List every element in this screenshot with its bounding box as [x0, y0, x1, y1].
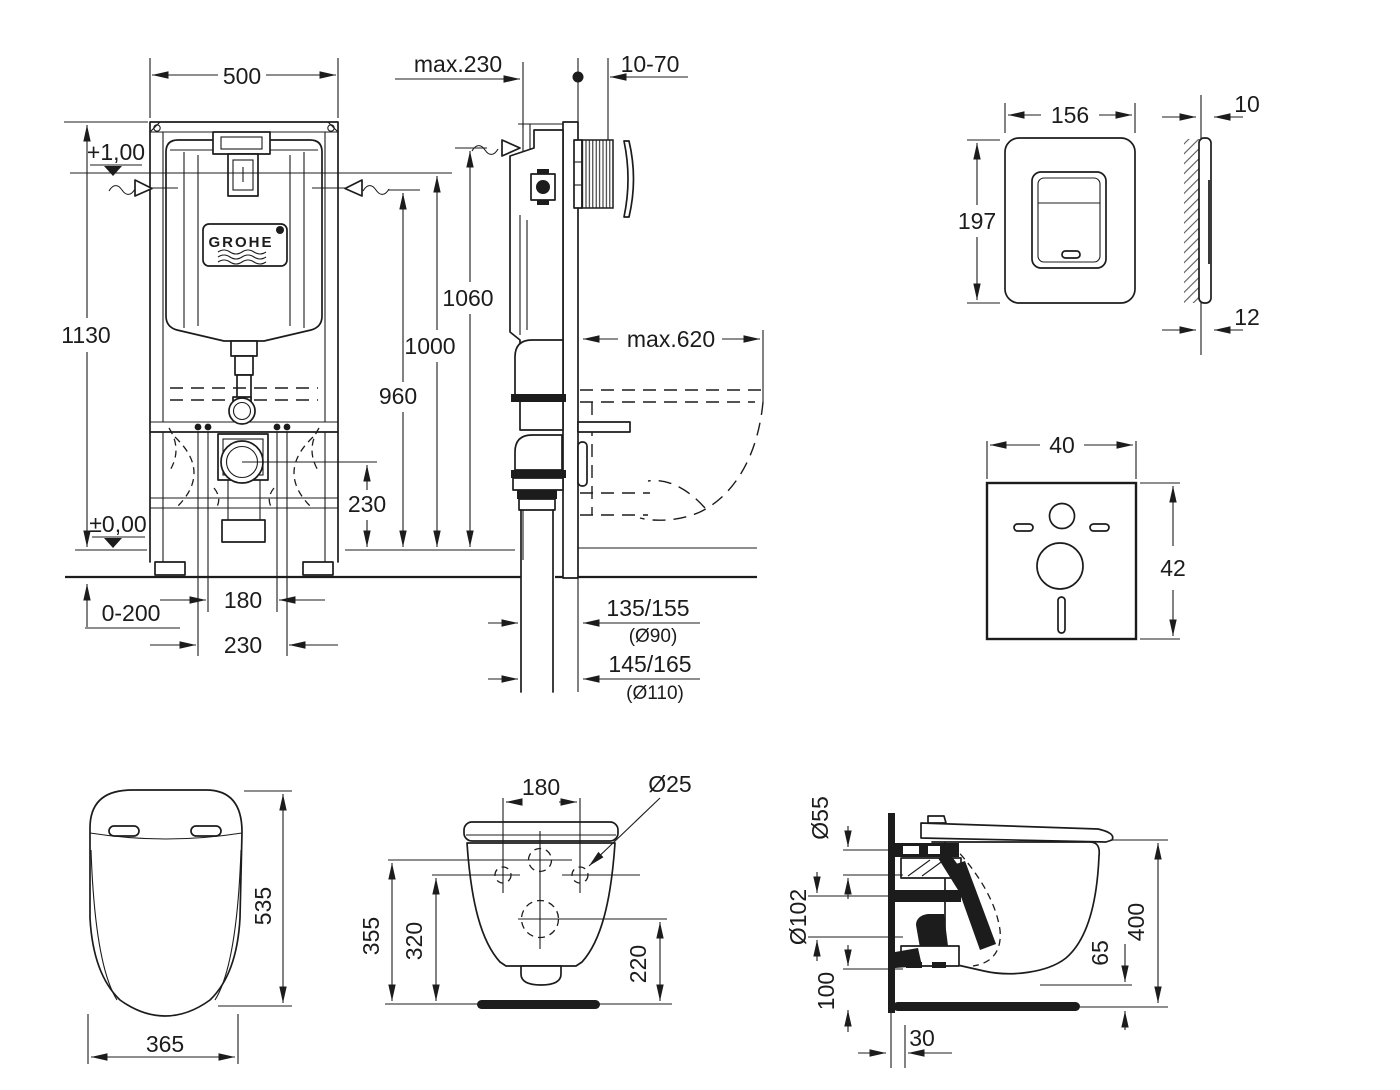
- dim-inlet-height-rear: 355: [358, 917, 384, 955]
- dim-outlet-height-rear: 220: [625, 945, 651, 983]
- dim-depth-max: max.230: [414, 51, 502, 77]
- dim-level-top: +1,00: [87, 139, 145, 165]
- logo-dot: [276, 226, 284, 234]
- dim-feet-range: 0-200: [102, 600, 161, 626]
- dim-plate-width: 156: [1051, 102, 1089, 128]
- dim-inlet-dia: Ø55: [807, 796, 833, 839]
- view-frame-front: GROHE: [65, 121, 757, 656]
- dim-hole-dia: Ø25: [648, 771, 691, 797]
- dim-plate-height: 197: [958, 208, 996, 234]
- dim-rail-spacing: 230: [224, 632, 262, 658]
- view-sound-pad: 40 42: [985, 432, 1186, 641]
- dim-hole-height: 320: [401, 922, 427, 960]
- dim-level-height: 1000: [404, 333, 455, 359]
- dim-frame-height: 1130: [61, 322, 110, 348]
- dims-frame-front: 500 1130 +1,00 960 1000 1060 ±0,00: [61, 58, 494, 658]
- dim-bolt-spacing: 180: [224, 587, 262, 613]
- dim-plate-depth: 12: [1234, 304, 1260, 330]
- dim-outlet-b: 145/165: [608, 651, 691, 677]
- dim-outlet-b-dia: (Ø110): [626, 683, 684, 704]
- dim-rim-gap: 65: [1087, 940, 1113, 966]
- brand-logo-text: GROHE: [208, 234, 273, 251]
- dim-inlet-height: 960: [379, 383, 417, 409]
- dim-total-height: 400: [1123, 903, 1149, 941]
- dim-frame-width: 500: [223, 63, 261, 89]
- dim-plate-thickness: 10: [1234, 91, 1260, 117]
- dim-seat-width: 365: [146, 1031, 184, 1057]
- dim-wall-offset: 30: [909, 1025, 935, 1051]
- view-bowl-rear: 180 Ø25 355 320 220: [358, 771, 692, 1009]
- dim-outlet-a: 135/155: [606, 595, 689, 621]
- view-bowl-side: Ø55 Ø102 100 65 400 30: [785, 796, 1168, 1068]
- dim-bowl-max: max.620: [627, 326, 715, 352]
- view-frame-side: [471, 121, 764, 693]
- dim-outlet-height-side: 100: [813, 972, 839, 1010]
- view-seat-top: 535 365: [87, 789, 292, 1064]
- dim-hole-spacing: 180: [522, 774, 560, 800]
- dim-wall-range: 10-70: [621, 51, 680, 77]
- dim-outlet-dia: Ø102: [785, 889, 811, 945]
- dim-seat-depth: 535: [250, 887, 276, 925]
- dim-pad-width: 40: [1049, 432, 1075, 458]
- dim-top-height: 1060: [442, 285, 493, 311]
- dims-frame-side: max.230 10-70 max.620 135/155 (Ø90) 145/…: [395, 51, 764, 704]
- dim-outlet-a-dia: (Ø90): [629, 626, 678, 647]
- dim-drain-height: 230: [348, 491, 386, 517]
- view-flush-plate: 156 197 10 12: [958, 91, 1260, 355]
- dim-level-zero: ±0,00: [89, 511, 146, 537]
- dim-pad-height: 42: [1160, 555, 1186, 581]
